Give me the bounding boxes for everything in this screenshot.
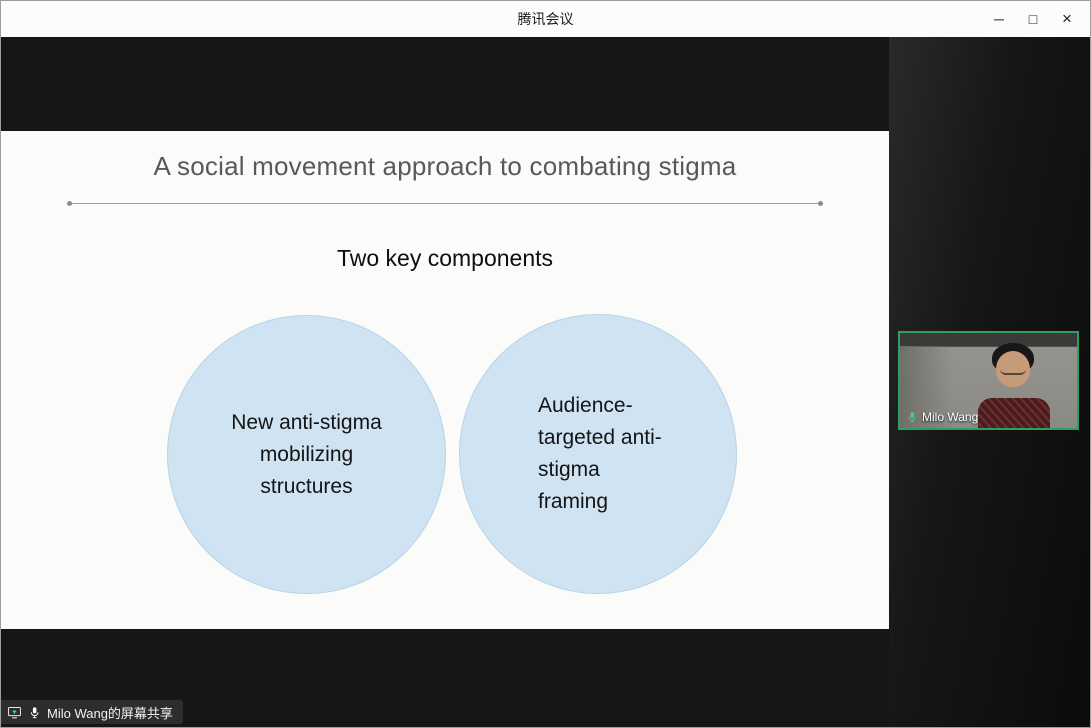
slide-divider	[67, 201, 823, 206]
slide-subtitle: Two key components	[336, 245, 554, 271]
mic-icon	[30, 706, 39, 718]
participant-name-tag: Milo Wang	[906, 410, 978, 424]
titlebar: 腾讯会议 ─ □ ×	[1, 1, 1090, 37]
close-button[interactable]: ×	[1050, 1, 1084, 37]
circle-antistigma-framing: Audience-targeted anti-stigma framing	[459, 314, 737, 594]
participant-video-thumbnail[interactable]: Milo Wang	[898, 331, 1079, 430]
person-figure	[978, 398, 1050, 428]
close-icon: ×	[1062, 9, 1072, 28]
meeting-content: A social movement approach to combating …	[1, 37, 1090, 727]
participant-video-feed	[900, 333, 1077, 428]
minimize-icon: ─	[994, 11, 1004, 27]
screen-share-icon	[8, 706, 21, 718]
screen-share-banner: Milo Wang的屏幕共享	[1, 700, 183, 724]
screen-share-label: Milo Wang的屏幕共享	[47, 705, 173, 721]
circle-label: New anti-stigma mobilizing structures	[231, 410, 382, 498]
shared-screen-stage: A social movement approach to combating …	[1, 37, 889, 727]
maximize-icon: □	[1028, 11, 1038, 27]
circle-label: Audience-targeted anti-stigma framing	[538, 394, 662, 513]
circle-mobilizing-structures: New anti-stigma mobilizing structures	[167, 315, 446, 594]
maximize-button[interactable]: □	[1016, 1, 1050, 37]
glasses	[1000, 365, 1026, 375]
window-controls: ─ □ ×	[982, 1, 1084, 37]
slide-title: A social movement approach to combating …	[153, 151, 737, 181]
participants-sidebar: Milo Wang	[889, 37, 1090, 727]
minimize-button[interactable]: ─	[982, 1, 1016, 37]
video-background	[900, 346, 954, 428]
mic-icon	[908, 412, 916, 423]
window-title: 腾讯会议	[517, 11, 574, 27]
participant-name: Milo Wang	[922, 410, 979, 424]
presentation-slide: A social movement approach to combating …	[1, 131, 889, 629]
